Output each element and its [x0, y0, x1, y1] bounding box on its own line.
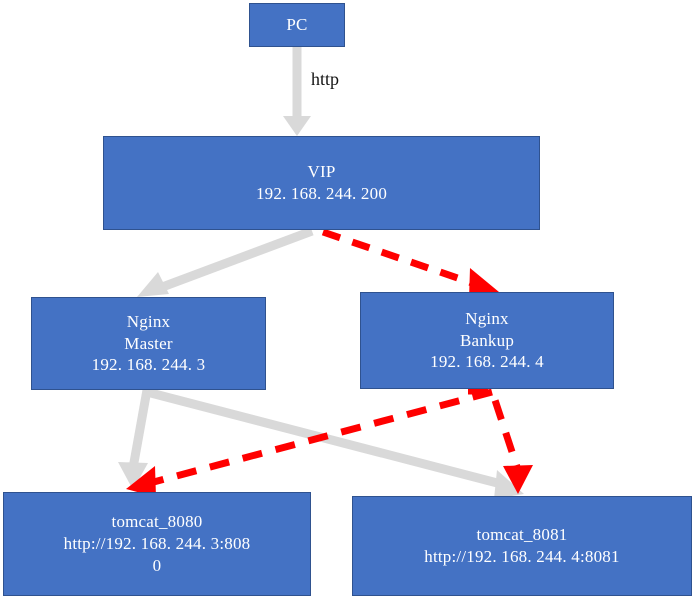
node-vip[interactable]: VIP 192. 168. 244. 200	[103, 136, 540, 230]
edge-nginx-master-to-tomcat-8080	[118, 389, 152, 490]
node-tomcat-8080-line-1: tomcat_8080	[111, 512, 203, 532]
edge-nginx-backup-to-tomcat-8081	[468, 387, 533, 494]
node-nginx-master[interactable]: Nginx Master 192. 168. 244. 3	[31, 297, 266, 390]
node-nginx-backup[interactable]: Nginx Bankup 192. 168. 244. 4	[360, 292, 614, 389]
edge-vip-to-nginx-master	[137, 226, 314, 297]
edge-label-http: http	[311, 69, 340, 89]
edge-pc-to-vip	[283, 47, 311, 136]
node-tomcat-8081-line-2: http://192. 168. 244. 4:8081	[424, 547, 620, 566]
node-nginx-master-line-3: 192. 168. 244. 3	[91, 355, 206, 375]
node-nginx-backup-line-1: Nginx	[465, 308, 509, 328]
node-tomcat-8081[interactable]: tomcat_8081 http://192. 168. 244. 4:8081	[352, 496, 692, 596]
node-tomcat-8081-line-1: tomcat_8081	[476, 525, 568, 545]
node-nginx-backup-line-2: Bankup	[459, 330, 515, 350]
edge-nginx-backup-to-tomcat-8080	[126, 388, 493, 497]
node-nginx-backup-line-3: 192. 168. 244. 4	[430, 352, 544, 372]
edge-vip-to-nginx-backup	[321, 228, 499, 299]
node-tomcat-8080-line-2: http://192. 168. 244. 3:808	[63, 534, 251, 554]
node-vip-line-1: VIP	[307, 162, 336, 182]
edge-nginx-master-to-tomcat-8081	[145, 387, 524, 499]
node-tomcat-8080[interactable]: tomcat_8080 http://192. 168. 244. 3:808 …	[3, 492, 311, 596]
node-pc[interactable]: PC	[249, 3, 345, 47]
node-nginx-master-line-1: Nginx	[126, 311, 171, 331]
node-vip-line-2: 192. 168. 244. 200	[255, 184, 388, 203]
node-tomcat-8080-line-3: 0	[152, 555, 162, 575]
node-pc-line-1: PC	[286, 15, 308, 35]
node-nginx-master-line-2: Master	[124, 333, 173, 353]
